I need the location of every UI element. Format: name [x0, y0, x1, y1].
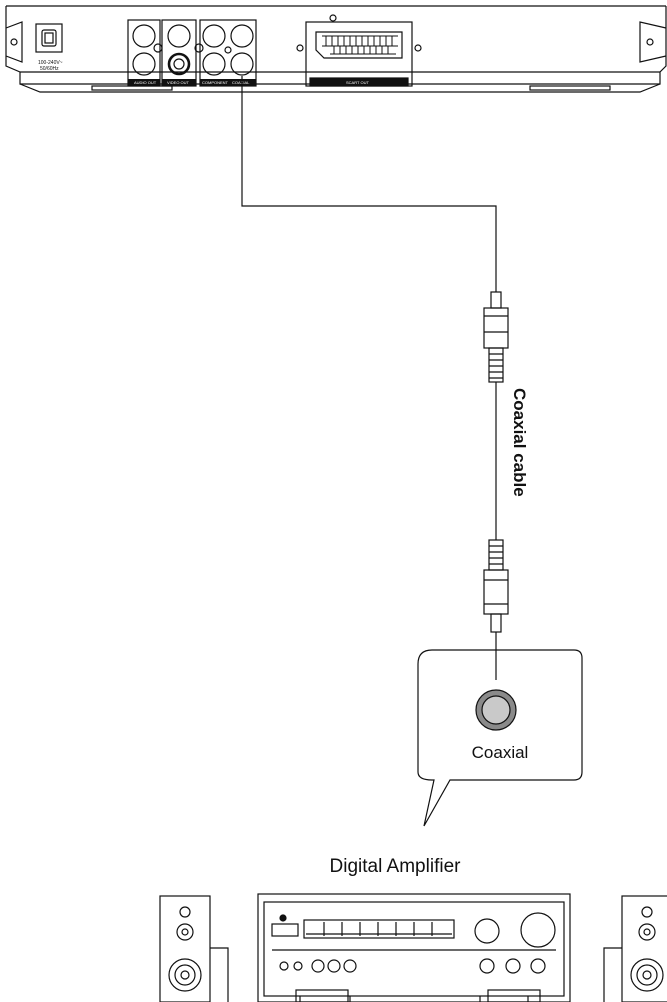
input-selector-knob [474, 918, 500, 944]
component-label: COMPONENT [202, 80, 229, 85]
component-coaxial-jacks [199, 19, 257, 87]
cable-wire-upper [241, 76, 497, 292]
right-speaker [603, 895, 667, 1002]
coaxial-output-port [230, 52, 254, 76]
coaxial-plug-upper [483, 291, 509, 383]
digital-amplifier [257, 893, 571, 1002]
scart-out-label: SCART OUT [346, 80, 370, 85]
power-rating-label: 100-240V~ [38, 60, 63, 66]
top-screw-icon [329, 14, 337, 22]
scart-connector [296, 21, 422, 87]
power-frequency-label: 50/60Hz [40, 66, 59, 72]
coaxial-input-jack [475, 689, 517, 731]
left-speaker [159, 895, 229, 1002]
coaxial-port-label: COAXIAL [232, 80, 250, 85]
digital-amplifier-title: Digital Amplifier [330, 856, 462, 877]
coaxial-plug-lower [483, 539, 509, 633]
left-screw-icon [10, 38, 18, 46]
coaxial-cable-label: Coaxial cable [510, 388, 529, 497]
dvd-player-rear-panel [5, 5, 667, 93]
video-out-label: VIDEO OUT [167, 80, 190, 85]
volume-knob [520, 912, 556, 948]
coaxial-callout-label: Coaxial [472, 743, 529, 762]
coaxial-callout-bubble [417, 649, 583, 827]
right-screw-icon [646, 38, 654, 46]
video-out-jacks [153, 19, 204, 87]
power-socket [35, 23, 63, 53]
audio-out-label: AUDIO OUT [134, 80, 157, 85]
audio-out-jacks [127, 19, 161, 87]
